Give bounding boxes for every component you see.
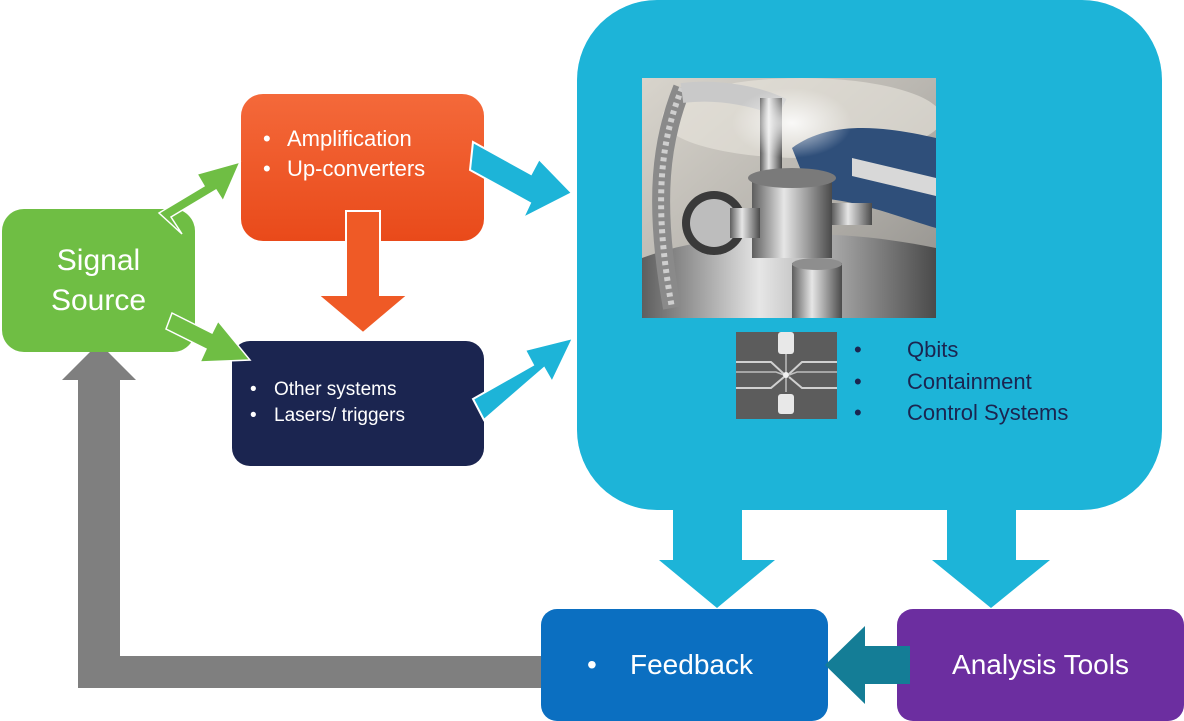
amplification-label: Amplification (287, 126, 412, 151)
amplification-to-panel-arrow (468, 140, 574, 221)
qubit-chip-photo (736, 332, 837, 419)
amplification-to-systems-arrow (315, 210, 411, 335)
analysis-to-feedback-arrow (825, 626, 910, 704)
bullet-icon: • (263, 156, 271, 181)
list-item: • Control Systems (854, 397, 1068, 429)
bullet-icon: • (854, 337, 862, 362)
other-systems-label: Other systems (274, 379, 397, 400)
source-to-systems-arrow (165, 311, 252, 363)
panel-to-feedback-arrow (659, 505, 775, 608)
feedback-return-arrow (62, 343, 541, 688)
list-item: • Amplification (263, 124, 484, 154)
feedback-box: • Feedback (541, 609, 828, 721)
cryostat-photo (642, 78, 936, 318)
analysis-tools-box: Analysis Tools (897, 609, 1184, 721)
source-to-amplification-arrow (157, 160, 242, 235)
amplification-box: • Amplification • Up-converters (241, 94, 484, 241)
bullet-icon: • (250, 405, 257, 426)
control-systems-label: Control Systems (907, 400, 1069, 425)
systems-to-panel-arrow (471, 336, 575, 422)
bullet-icon: • (587, 649, 597, 680)
list-item: • Qbits (854, 334, 1068, 366)
signal-source-box: Signal Source (2, 209, 195, 352)
qbits-label: Qbits (907, 337, 959, 362)
bullet-icon: • (854, 368, 862, 394)
list-item: • Up-converters (263, 154, 484, 184)
list-item: • Containment (854, 366, 1068, 398)
panel-to-analysis-arrow (932, 505, 1050, 608)
analysis-tools-label: Analysis Tools (952, 649, 1129, 680)
bullet-icon: • (250, 379, 257, 400)
list-item: • Lasers/ triggers (250, 403, 484, 429)
bullet-icon: • (854, 400, 862, 425)
quantum-component-list: • Qbits • Containment • Control Systems (854, 334, 1068, 429)
containment-label: Containment (907, 368, 1032, 394)
signal-source-label-line2: Source (50, 283, 147, 317)
other-systems-box: • Other systems • Lasers/ triggers (232, 341, 484, 466)
lasers-triggers-label: Lasers/ triggers (274, 405, 405, 426)
up-converters-label: Up-converters (287, 156, 426, 181)
list-item: • Other systems (250, 377, 484, 403)
signal-source-label-line1: Signal (56, 243, 141, 277)
bullet-icon: • (263, 126, 271, 151)
feedback-label: Feedback (630, 649, 753, 680)
